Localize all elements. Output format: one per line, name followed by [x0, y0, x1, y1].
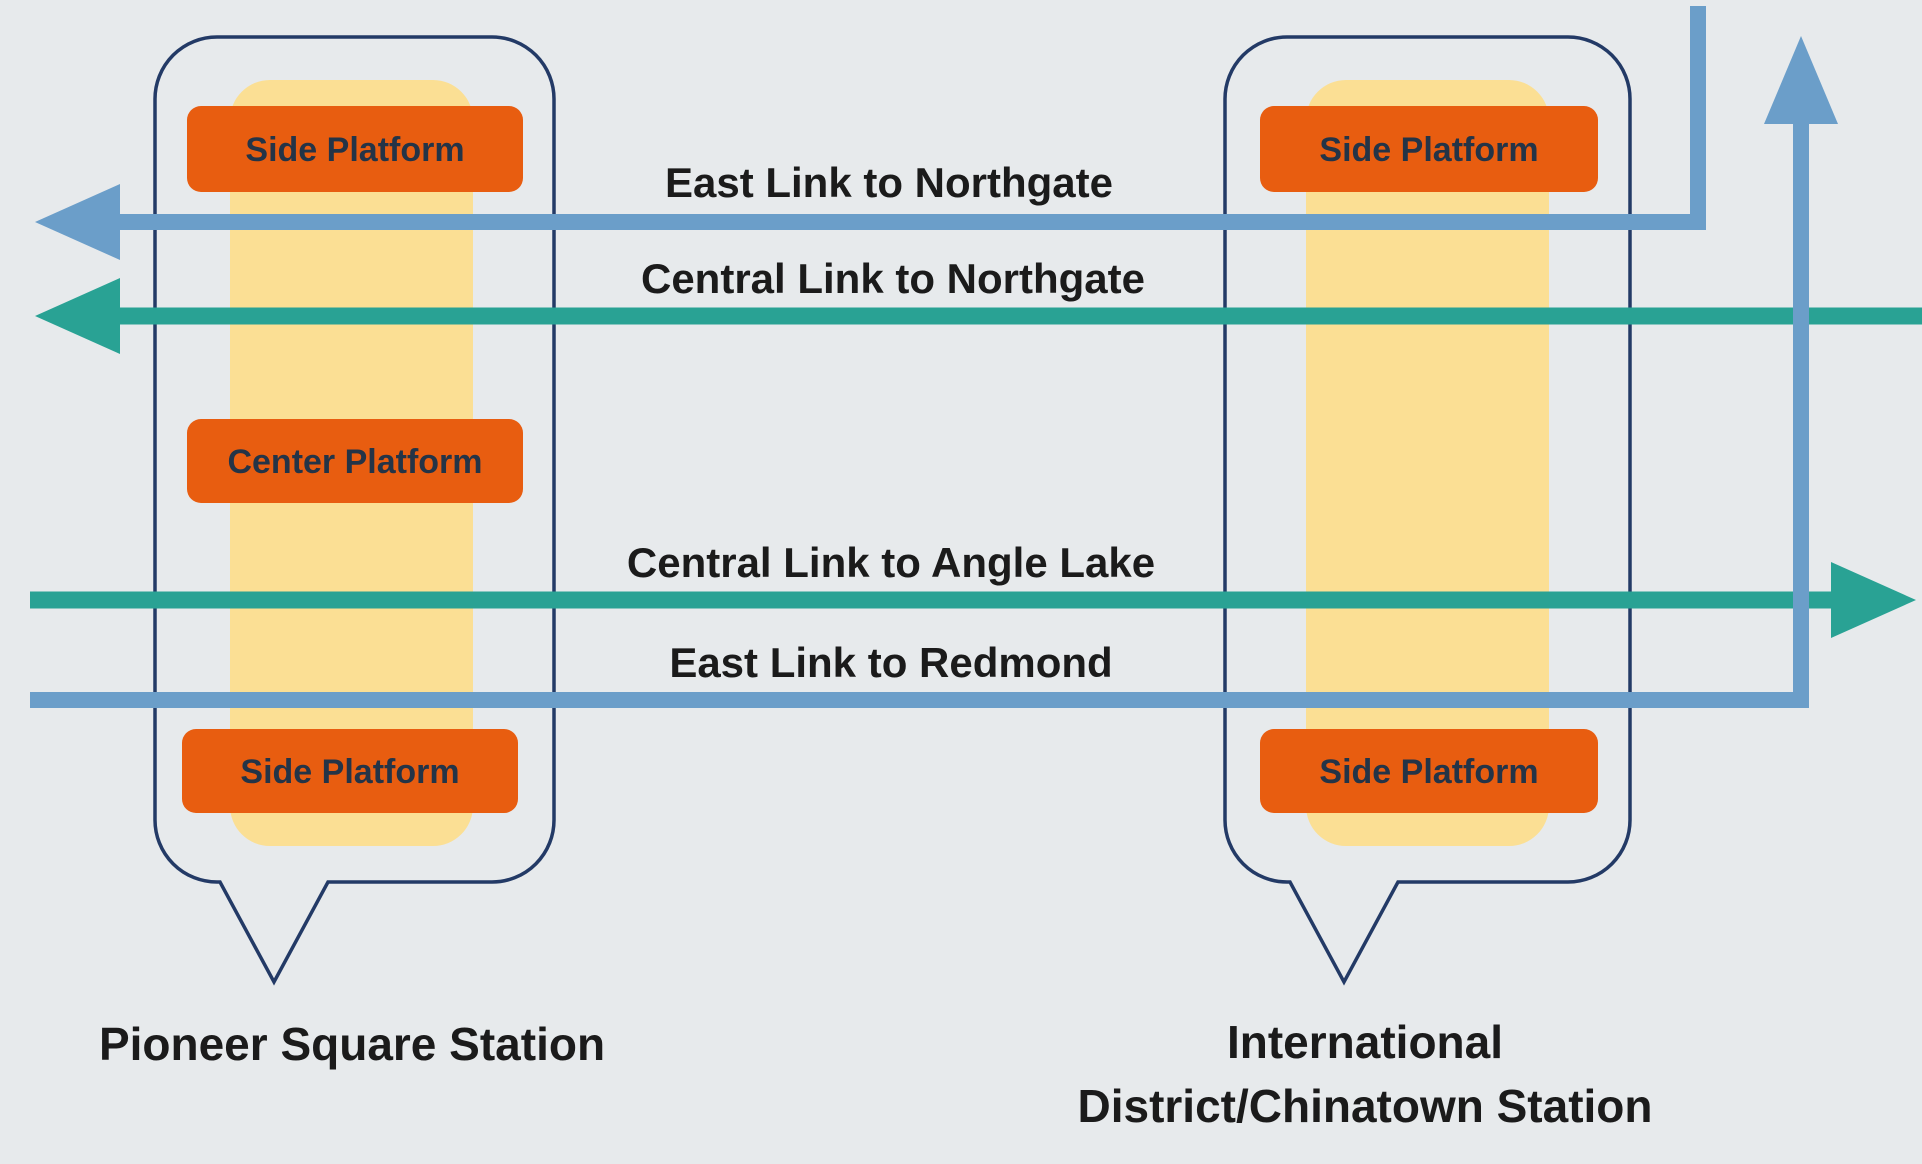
route-label-central-link-angle-lake: Central Link to Angle Lake	[627, 539, 1155, 586]
platform-label-pioneer-top: Side Platform	[187, 106, 523, 192]
platform-label-text: Side Platform	[245, 131, 464, 169]
east-link-redmond-arrowhead-up	[1764, 36, 1838, 124]
station-name-international-line1: International	[1227, 1016, 1503, 1068]
platform-label-text: Side Platform	[1319, 131, 1538, 169]
east-link-northgate-line	[116, 6, 1706, 230]
station-name-pioneer-square: Pioneer Square Station	[99, 1018, 605, 1070]
platform-label-bg	[182, 729, 518, 813]
platform-label-international-top: Side Platform	[1260, 106, 1598, 192]
station-outline-international-district	[1223, 35, 1632, 986]
platform-label-text: Side Platform	[1319, 753, 1538, 791]
east-link-northgate-arrowhead-left	[35, 184, 120, 260]
platform-label-pioneer-center: Center Platform	[187, 419, 523, 503]
platform-label-text: Side Platform	[240, 753, 459, 791]
platform-label-bg	[187, 419, 523, 503]
station-outline-pioneer-square	[153, 35, 556, 986]
central-link-angle-lake-arrowhead-right	[1831, 562, 1916, 638]
platform-label-pioneer-bottom: Side Platform	[182, 729, 518, 813]
east-link-redmond-line	[30, 120, 1809, 708]
station-name-international-line2: District/Chinatown Station	[1078, 1080, 1653, 1132]
central-link-northgate-arrowhead-left	[35, 278, 120, 354]
platform-label-bg	[1260, 729, 1598, 813]
platform-label-text: Center Platform	[227, 443, 482, 481]
platform-label-bg	[1260, 106, 1598, 192]
route-label-east-link-redmond: East Link to Redmond	[669, 639, 1112, 686]
platform-area-international-district	[1306, 80, 1549, 846]
platform-label-international-bottom: Side Platform	[1260, 729, 1598, 813]
route-label-central-link-northgate: Central Link to Northgate	[641, 255, 1145, 302]
route-label-east-link-northgate: East Link to Northgate	[665, 159, 1113, 206]
platform-label-bg	[187, 106, 523, 192]
